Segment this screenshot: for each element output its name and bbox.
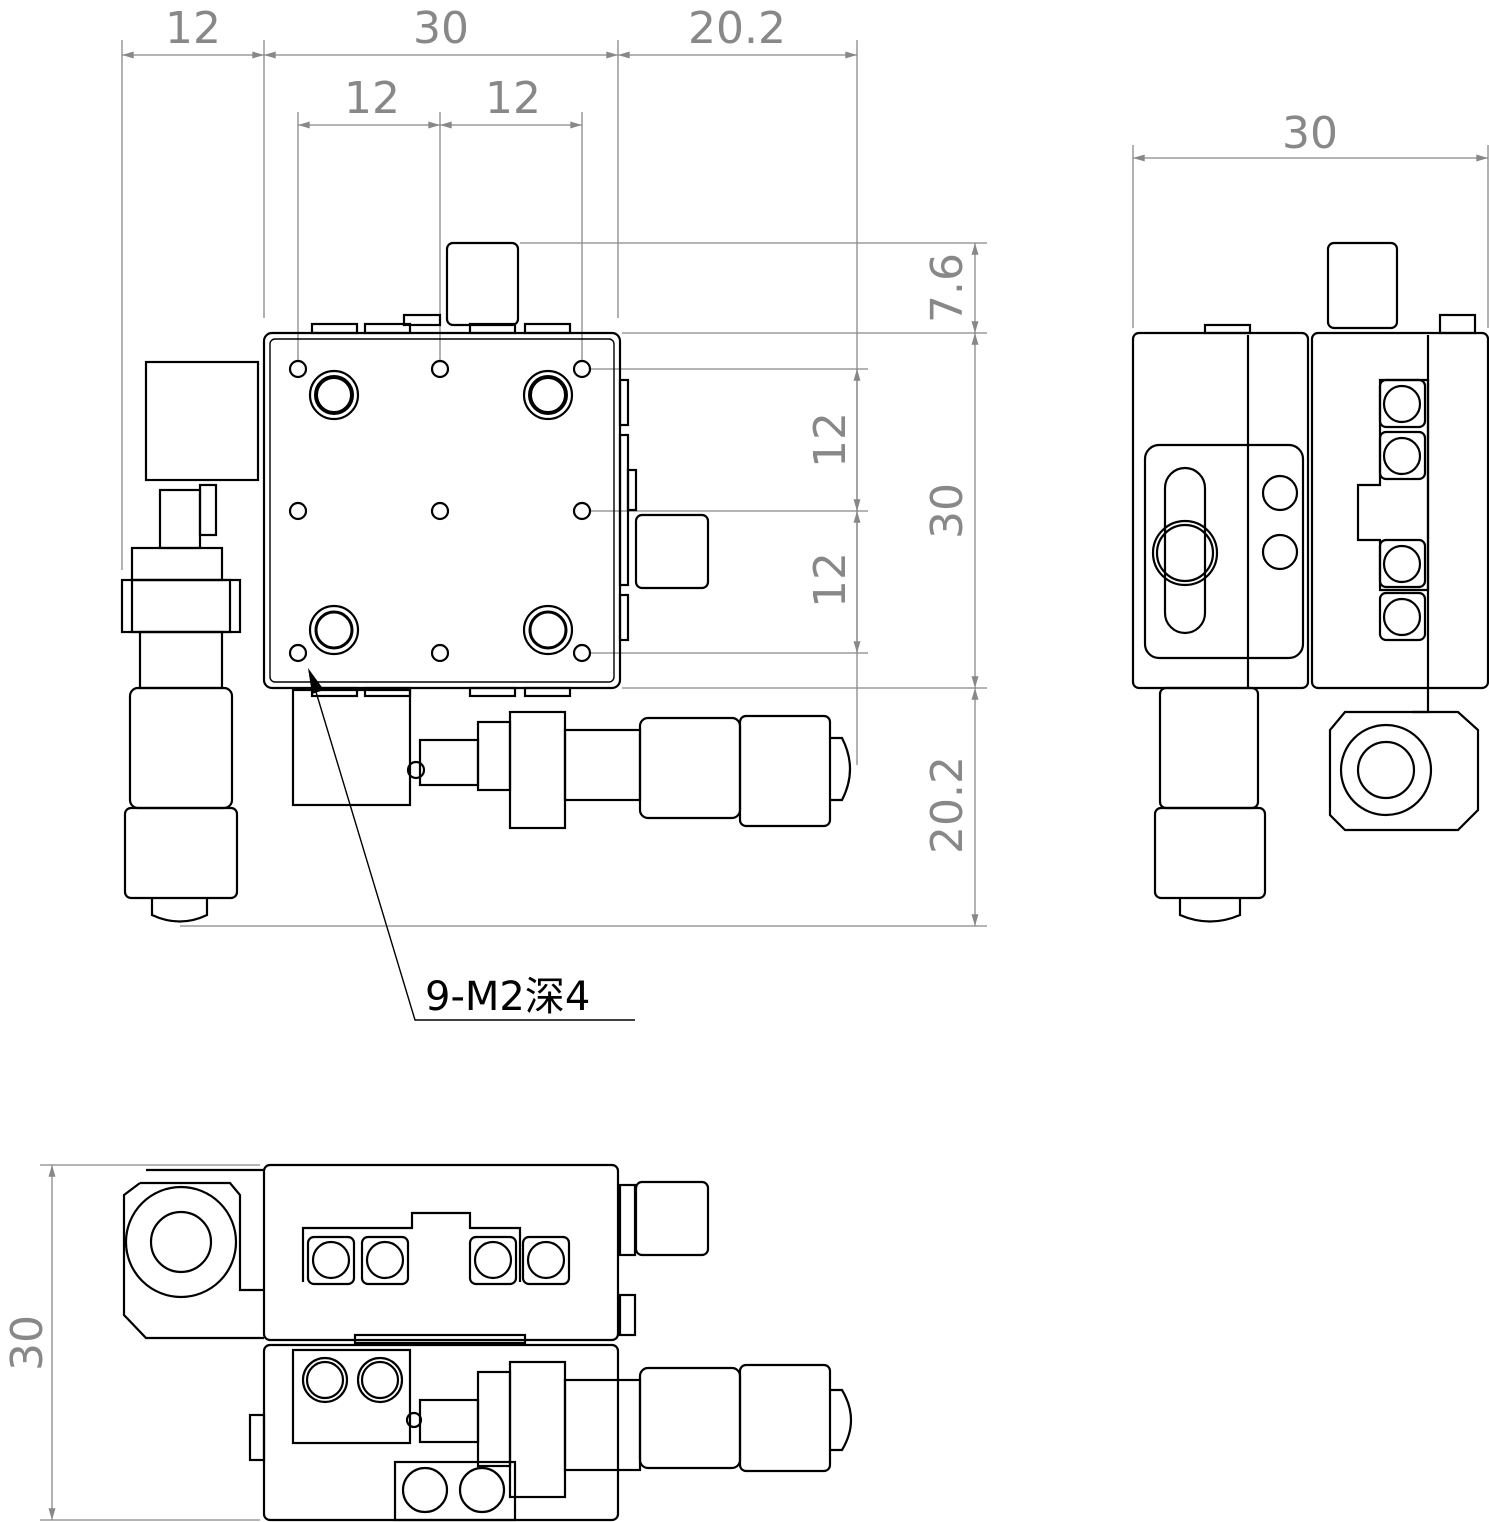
- dim-hole-pitch-x2: 12: [485, 73, 541, 124]
- dim-left-overhang: 12: [165, 3, 221, 54]
- mounting-holes: [288, 359, 592, 663]
- dimension-lines: [121, 40, 987, 927]
- top-view: 12 30 20.2 12 12 7.6 12 12 30 20.2 9-M: [120, 3, 987, 1021]
- bottom-view: 30: [2, 1163, 852, 1522]
- dim-depth: 30: [922, 483, 973, 539]
- dim-hole-pitch-y2: 12: [805, 552, 856, 608]
- side-view: 30: [1131, 108, 1489, 923]
- thread-note: 9-M2深4: [308, 668, 635, 1021]
- dim-bottom-overhang: 20.2: [922, 756, 973, 854]
- dim-hole-pitch-y1: 12: [805, 412, 856, 468]
- micrometer-y: [120, 360, 260, 923]
- bottom-dim-height: 30: [2, 1315, 53, 1371]
- dim-right-overhang: 20.2: [688, 3, 786, 54]
- thread-note-text: 9-M2深4: [425, 974, 590, 1020]
- stage-plate: [262, 241, 710, 698]
- micrometer-x: [291, 688, 852, 830]
- dim-width: 30: [413, 3, 469, 54]
- side-dim-width: 30: [1282, 108, 1338, 159]
- dim-hole-pitch-x1: 12: [344, 73, 400, 124]
- dim-knob-height: 7.6: [922, 253, 973, 323]
